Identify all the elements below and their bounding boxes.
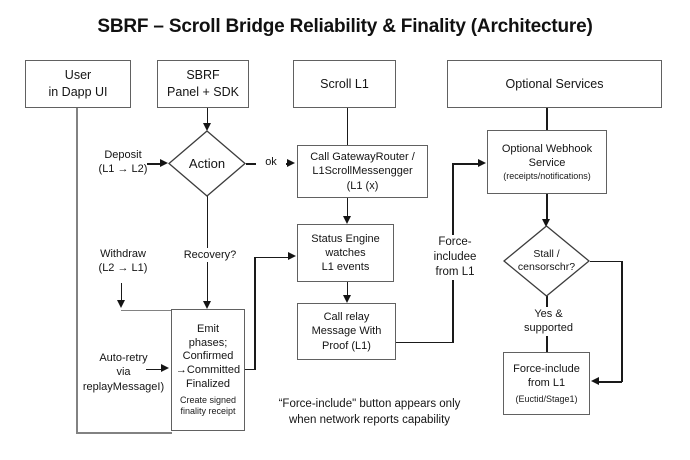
arrowhead-into-status-left [288,252,296,260]
node-force-include-sublabel: (Euctid/Stage1) [515,393,578,404]
edge-stall-down [621,261,623,382]
edge-label-deposit: Deposit (L1 → L2) [98,149,148,176]
arrowhead-into-action-top [202,123,211,131]
arrowhead-into-relay-top [342,295,351,303]
edge-relay-right [396,341,453,343]
edge-deposit-to-action [147,163,162,165]
node-sbrf-panel: SBRF Panel + SDK [157,60,249,108]
edge-withdraw-down [120,283,122,302]
node-sbrf-panel-label: SBRF Panel + SDK [167,68,239,99]
node-relay: Call relay Message With Proof (L1) [297,303,396,360]
node-gateway: Call GatewayRouter / L1ScrollMessengger … [297,145,428,198]
edge-emit-up [254,257,256,370]
arrowhead-into-forceinclude-right [591,376,599,385]
edge-withdraw-to-emit [121,309,171,311]
node-force-include-label: Force-include from L1 [513,363,580,390]
edge-emit-to-status [254,256,289,258]
node-scroll-l1: Scroll L1 [293,60,396,108]
edge-into-forceinclude [598,381,622,383]
node-emit-phases-label: Emit phases; Confirmed →Committed Finali… [175,322,241,390]
edge-into-webhook [452,163,479,165]
decision-stall: Stall / censorschr? [503,225,590,297]
arrowhead-into-status-top [342,216,351,224]
node-gateway-label: Call GatewayRouter / L1ScrollMessengger … [310,151,415,192]
node-force-include: Force-include from L1 (Euctid/Stage1) [503,352,590,415]
arrowhead-autoretry [161,364,169,372]
edge-user-down [76,108,78,433]
node-optional-services: Optional Services [447,60,662,108]
node-optional-services-label: Optional Services [505,76,604,91]
node-user-label: User in Dapp UI [48,68,108,99]
arrowhead-into-stall-top [542,219,550,227]
edge-scroll-to-gateway [346,108,348,145]
node-webhook-sublabel: (receipts/notifications) [503,171,591,182]
node-status-engine: Status Engine watches L1 events [297,224,394,282]
edge-label-recovery: Recovery? [176,248,244,263]
node-webhook-label: Optional Webhook Service [501,142,593,169]
decision-stall-label: Stall / censorschr? [517,248,576,273]
node-user: User in Dapp UI [25,60,131,108]
edge-status-to-relay [346,282,348,297]
arrowhead-into-emit-top [202,301,211,309]
arrowhead-into-webhook-left [478,158,486,167]
node-emit-phases-sublabel: Create signed finality receipt [179,394,237,416]
decision-action: Action [168,130,246,197]
edge-user-to-emit-bottom [76,432,172,434]
arrowhead-into-action-left [160,158,168,167]
edge-label-ok: ok [256,155,286,170]
decision-action-label: Action [188,155,226,171]
diagram-title: SBRF – Scroll Bridge Reliability & Final… [97,16,593,37]
capability-note: “Force-include" button appears only when… [278,398,461,427]
node-scroll-l1-label: Scroll L1 [320,76,369,91]
edge-gateway-to-status [346,198,348,218]
edge-autoretry-to-emit [146,368,162,370]
edge-webhook-to-stall [546,194,548,221]
action-diamond-shape [168,130,246,197]
stall-diamond-shape [503,225,590,297]
edge-emit-right [245,368,255,370]
edge-label-withdraw: Withdraw (L2 → L1) [98,248,148,275]
node-webhook: Optional Webhook Service (receipts/notif… [487,130,607,194]
node-emit-phases: Emit phases; Confirmed →Committed Finali… [171,309,245,431]
edge-stall-right [590,260,622,262]
edge-label-force-includee: Force- includee from L1 [426,235,484,280]
node-status-engine-label: Status Engine watches L1 events [311,232,380,274]
node-relay-label: Call relay Message With Proof (L1) [311,311,382,352]
arrowhead-withdraw [116,300,125,308]
arrowhead-into-gateway [287,158,295,167]
edge-label-auto-retry: Auto-retry via replayMessageI) [82,352,165,393]
edge-services-to-webhook [546,108,548,130]
edge-sbrf-to-action [206,108,208,126]
edge-label-yes-supported: Yes & supported [515,307,582,336]
